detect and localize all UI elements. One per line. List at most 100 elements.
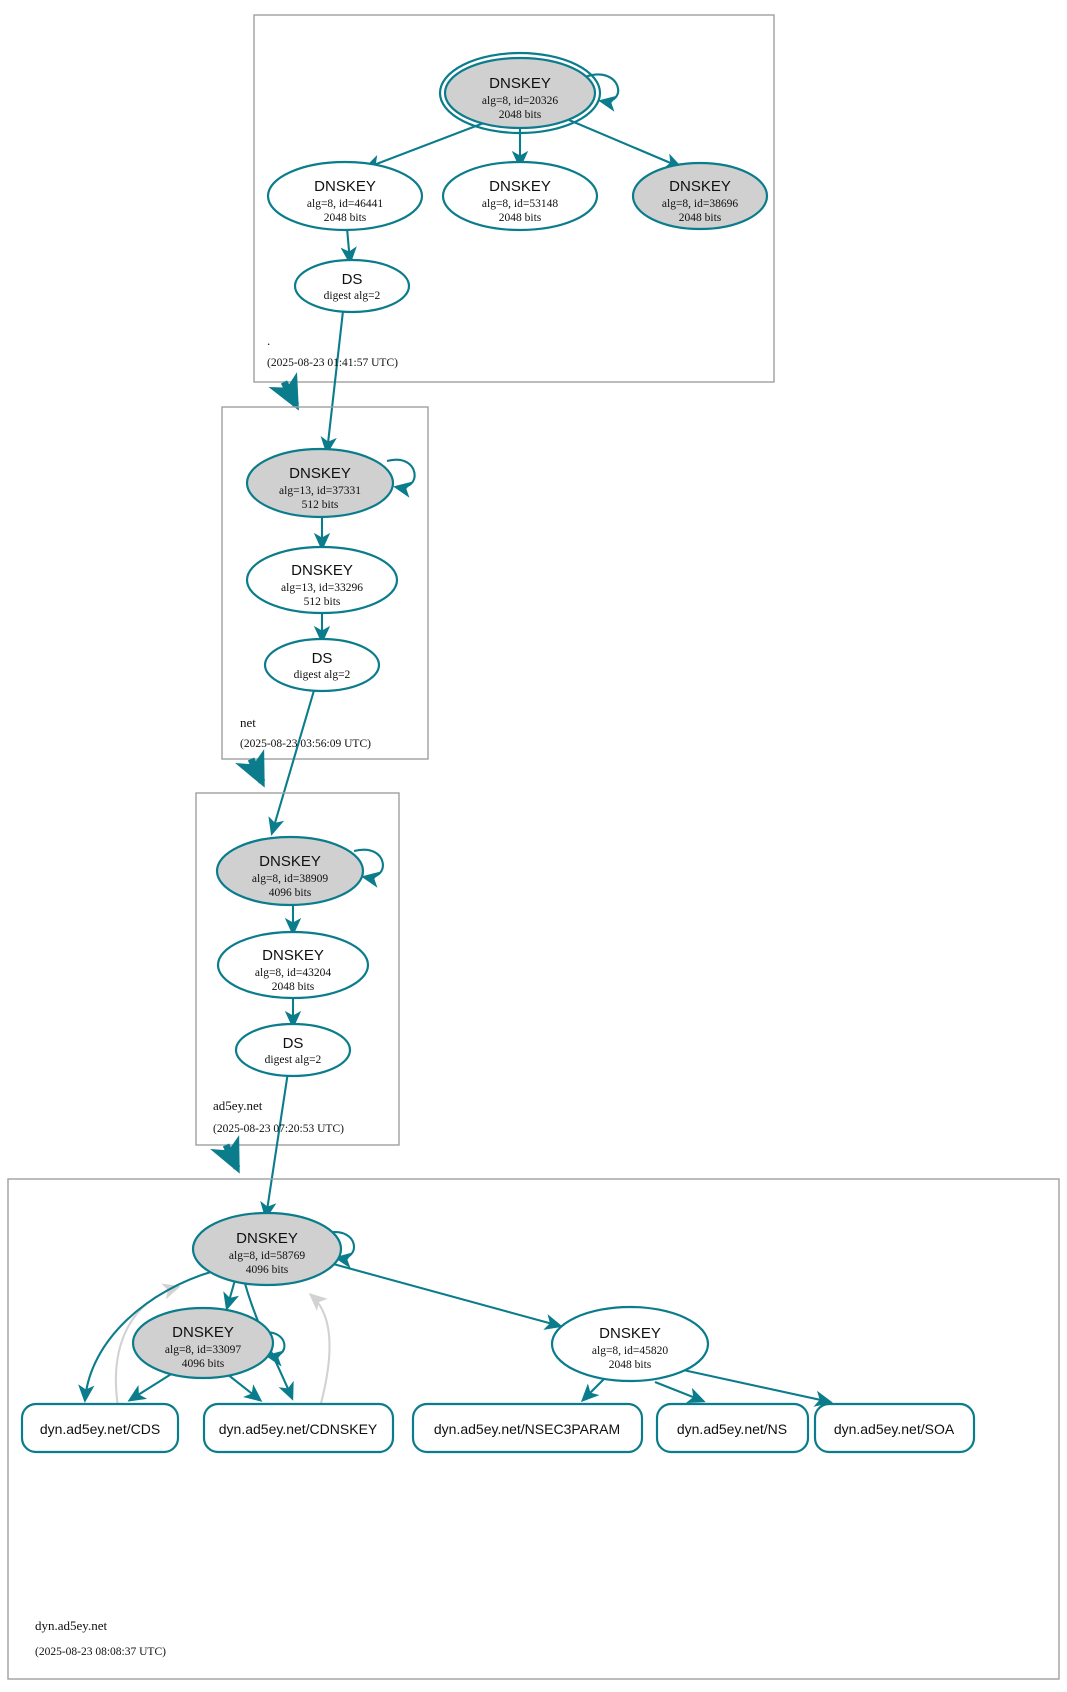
node-shape [293, 258, 411, 314]
node-root-dnskey-53148[interactable]: DNSKEY alg=8, id=53148 2048 bits [441, 160, 599, 232]
node-shape [550, 1305, 710, 1383]
edge-root-46441-to-ds [340, 227, 357, 265]
node-shape [263, 637, 381, 693]
node-root-dnskey-38696[interactable]: DNSKEY alg=8, id=38696 2048 bits [631, 161, 769, 231]
node-dyn-dnskey-33097[interactable]: DNSKEY alg=8, id=33097 4096 bits [131, 1306, 275, 1380]
zone-timestamp-net: (2025-08-23 03:56:09 UTC) [240, 738, 371, 750]
zone-ad5ey-net: DNSKEY alg=8, id=38909 4096 bits DNSKEY … [195, 792, 400, 1220]
rrset-soa[interactable]: dyn.ad5ey.net/SOA [813, 1402, 976, 1454]
node-detail-line2: digest alg=2 [324, 290, 381, 302]
node-detail-line2: alg=8, id=38696 [662, 198, 738, 210]
node-detail-line2: digest alg=2 [294, 669, 351, 681]
rrset-cdnskey[interactable]: dyn.ad5ey.net/CDNSKEY [202, 1402, 395, 1454]
rrset-ns[interactable]: dyn.ad5ey.net/NS [655, 1402, 810, 1454]
node-ad5ey-dnskey-43204[interactable]: DNSKEY alg=8, id=43204 2048 bits [216, 930, 370, 1000]
rrset-label: dyn.ad5ey.net/SOA [834, 1421, 955, 1437]
node-detail-line3: 2048 bits [499, 109, 542, 121]
node-detail-line2: alg=13, id=37331 [279, 485, 361, 497]
edge-dyn-ksk-self-sign [326, 1231, 355, 1269]
node-shape [266, 160, 424, 232]
node-detail-line3: 4096 bits [246, 1264, 289, 1276]
node-detail-line2: alg=8, id=58769 [229, 1250, 305, 1262]
edge-net-ksk-self-sign [386, 458, 416, 498]
node-net-ds[interactable]: DS digest alg=2 [263, 637, 381, 693]
trust-anchor-outer-ring [438, 51, 602, 135]
node-root-dnskey-20326[interactable]: DNSKEY alg=8, id=20326 2048 bits [438, 51, 602, 135]
node-root-dnskey-46441[interactable]: DNSKEY alg=8, id=46441 2048 bits [266, 160, 424, 232]
edge-cdnskey-to-dyn-ksk-faded [308, 1293, 331, 1408]
node-shape [191, 1211, 343, 1287]
rrset-cds[interactable]: dyn.ad5ey.net/CDS [20, 1402, 180, 1454]
delegation-edge-ad5ey-to-dyn [210, 1135, 241, 1174]
node-net-dnskey-37331[interactable]: DNSKEY alg=13, id=37331 512 bits [245, 447, 395, 519]
edge-ad5ey-ksk-self-sign [353, 848, 384, 888]
zone-timestamp-ad5ey-net: (2025-08-23 07:20:53 UTC) [213, 1123, 344, 1135]
node-shape [216, 930, 370, 1000]
node-title: DNSKEY [489, 178, 551, 195]
node-shape [441, 160, 599, 232]
node-detail-line2: alg=8, id=53148 [482, 198, 558, 210]
zone-box-ad5ey-net [195, 792, 400, 1146]
node-detail-line3: 2048 bits [272, 981, 315, 993]
zone-timestamp-dyn-ad5ey-net: (2025-08-23 08:08:37 UTC) [35, 1646, 166, 1658]
rrset-box [813, 1402, 976, 1454]
rrset-label: dyn.ad5ey.net/CDS [40, 1421, 160, 1437]
node-title: DS [312, 650, 333, 667]
edge-root-ds-to-net-ksk [320, 310, 345, 455]
node-detail-line3: 2048 bits [499, 212, 542, 224]
node-title: DNSKEY [489, 75, 551, 92]
node-net-dnskey-33296[interactable]: DNSKEY alg=13, id=33296 512 bits [245, 545, 399, 615]
node-title: DNSKEY [172, 1324, 234, 1341]
node-shape [131, 1306, 275, 1380]
node-title: DNSKEY [262, 947, 324, 964]
zone-box-root [253, 14, 775, 383]
node-detail-line2: alg=8, id=46441 [307, 198, 383, 210]
node-detail-line2: alg=8, id=38909 [252, 873, 328, 885]
node-detail-line2: alg=8, id=33097 [165, 1344, 241, 1356]
edge-dyn-zsk-to-soa [673, 1366, 833, 1407]
zone-label-net: net [240, 715, 256, 730]
node-shape [443, 56, 597, 130]
edge-root-ksk-self-sign [584, 73, 620, 112]
delegation-edge-net-to-ad5ey [235, 749, 266, 788]
node-detail-line3: 2048 bits [324, 212, 367, 224]
node-detail-line3: 512 bits [304, 596, 341, 608]
rrset-label: dyn.ad5ey.net/CDNSKEY [219, 1421, 378, 1437]
node-shape [245, 545, 399, 615]
edge-root-ksk-to-46441 [363, 120, 490, 171]
zone-box-dyn-ad5ey-net [7, 1178, 1060, 1680]
rrset-label: dyn.ad5ey.net/NSEC3PARAM [434, 1421, 620, 1437]
node-title: DNSKEY [599, 1325, 661, 1342]
node-detail-line3: 4096 bits [182, 1358, 225, 1370]
node-dyn-dnskey-45820[interactable]: DNSKEY alg=8, id=45820 2048 bits [550, 1305, 710, 1383]
edge-dyn-zsk-to-ns [654, 1381, 706, 1404]
zone-timestamp-root: (2025-08-23 01:41:57 UTC) [267, 357, 398, 369]
edge-ad5ey-ds-to-dyn-ksk [260, 1071, 290, 1220]
node-detail-line2: alg=8, id=45820 [592, 1345, 668, 1357]
node-shape [234, 1022, 352, 1078]
node-shape [215, 835, 365, 907]
node-detail-line2: digest alg=2 [265, 1054, 322, 1066]
rrset-box [655, 1402, 810, 1454]
node-detail-line3: 512 bits [302, 499, 339, 511]
zone-label-ad5ey-net: ad5ey.net [213, 1098, 263, 1113]
node-detail-line3: 2048 bits [609, 1359, 652, 1371]
edge-dyn-zsk-to-nsec3param [580, 1378, 605, 1403]
rrset-nsec3param[interactable]: dyn.ad5ey.net/NSEC3PARAM [411, 1402, 644, 1454]
node-dyn-dnskey-58769[interactable]: DNSKEY alg=8, id=58769 4096 bits [191, 1211, 343, 1287]
edge-dyn-ksk-to-zsk [325, 1260, 563, 1330]
edge-net-ds-to-ad5ey-ksk [268, 686, 317, 836]
node-ad5ey-dnskey-38909[interactable]: DNSKEY alg=8, id=38909 4096 bits [215, 835, 365, 907]
delegation-edge-root-to-net [268, 372, 300, 411]
rrset-box [20, 1402, 180, 1454]
node-root-ds[interactable]: DS digest alg=2 [293, 258, 411, 314]
node-detail-line3: 2048 bits [679, 212, 722, 224]
rrset-box [202, 1402, 395, 1454]
node-detail-line2: alg=8, id=43204 [255, 967, 331, 979]
node-detail-line2: alg=8, id=20326 [482, 95, 558, 107]
node-shape [631, 161, 769, 231]
node-detail-line2: alg=13, id=33296 [281, 582, 363, 594]
node-title: DS [342, 271, 363, 288]
node-ad5ey-ds[interactable]: DS digest alg=2 [234, 1022, 352, 1078]
